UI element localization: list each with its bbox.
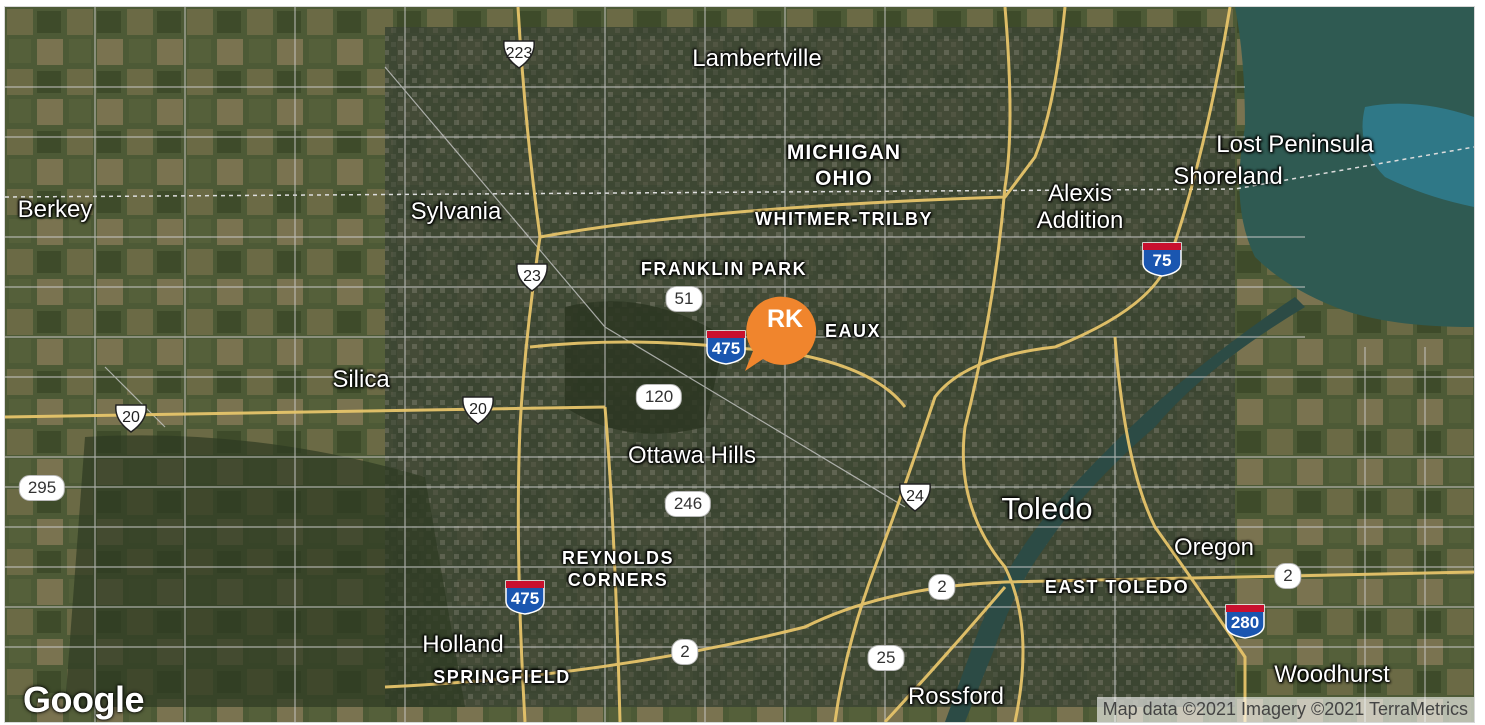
state-michigan: MICHIGAN xyxy=(786,141,902,164)
place-oregon: Oregon xyxy=(1173,534,1255,561)
route-51-shield: 51 xyxy=(665,286,703,312)
district-deveaux: EAUX xyxy=(824,321,882,341)
place-lambertville: Lambertville xyxy=(692,45,822,72)
place-lost-peninsula: Lost Peninsula xyxy=(1216,131,1374,158)
place-berkey: Berkey xyxy=(17,196,93,223)
map-view[interactable]: Lambertville Berkey Sylvania Silica Otta… xyxy=(4,6,1475,723)
place-rossford: Rossford xyxy=(907,683,1005,710)
place-alexis-addition: Alexis Addition xyxy=(1036,180,1124,234)
us-route-223-shield: 223 xyxy=(501,38,537,70)
map-attribution[interactable]: Map data ©2021 Imagery ©2021 TerraMetric… xyxy=(1096,697,1474,722)
place-sylvania: Sylvania xyxy=(410,198,502,225)
interstate-475-north-shield: 475 xyxy=(705,329,747,365)
district-springfield: SPRINGFIELD xyxy=(433,667,571,687)
route-295-shield: 295 xyxy=(18,475,66,501)
interstate-475-south-shield: 475 xyxy=(504,579,546,615)
place-toledo: Toledo xyxy=(1001,491,1093,526)
marker-initials: RK xyxy=(766,305,804,333)
location-marker-pin[interactable]: RK xyxy=(743,295,827,379)
us-route-20-shield: 20 xyxy=(460,394,496,426)
place-woodhurst: Woodhurst xyxy=(1274,661,1390,688)
route-120-shield: 120 xyxy=(635,384,683,410)
district-east-toledo: EAST TOLEDO xyxy=(1044,577,1190,597)
district-franklin-park: FRANKLIN PARK xyxy=(640,259,808,279)
route-246-shield: 246 xyxy=(664,491,712,517)
route-25-shield: 25 xyxy=(867,645,905,671)
google-logo[interactable]: Google xyxy=(23,679,145,720)
us-route-23-shield: 23 xyxy=(514,261,550,293)
us-route-24-shield: 24 xyxy=(897,481,933,513)
place-shoreland: Shoreland xyxy=(1173,163,1283,190)
us-route-20-west-shield: 20 xyxy=(113,402,149,434)
place-holland: Holland xyxy=(422,631,504,658)
district-reynolds-corners: REYNOLDS CORNERS xyxy=(561,548,675,590)
place-ottawa-hills: Ottawa Hills xyxy=(627,442,757,469)
satellite-imagery xyxy=(5,7,1474,722)
route-2-south-shield: 2 xyxy=(671,639,699,665)
place-silica: Silica xyxy=(332,366,390,393)
state-ohio: OHIO xyxy=(815,167,873,190)
interstate-280-shield: 280 xyxy=(1224,603,1266,639)
map-pin-icon xyxy=(745,296,817,371)
route-2-east-shield: 2 xyxy=(1274,563,1302,589)
route-2-center-shield: 2 xyxy=(928,574,956,600)
interstate-75-shield: 75 xyxy=(1141,241,1183,277)
district-whitmer-trilby: WHITMER-TRILBY xyxy=(755,209,933,229)
